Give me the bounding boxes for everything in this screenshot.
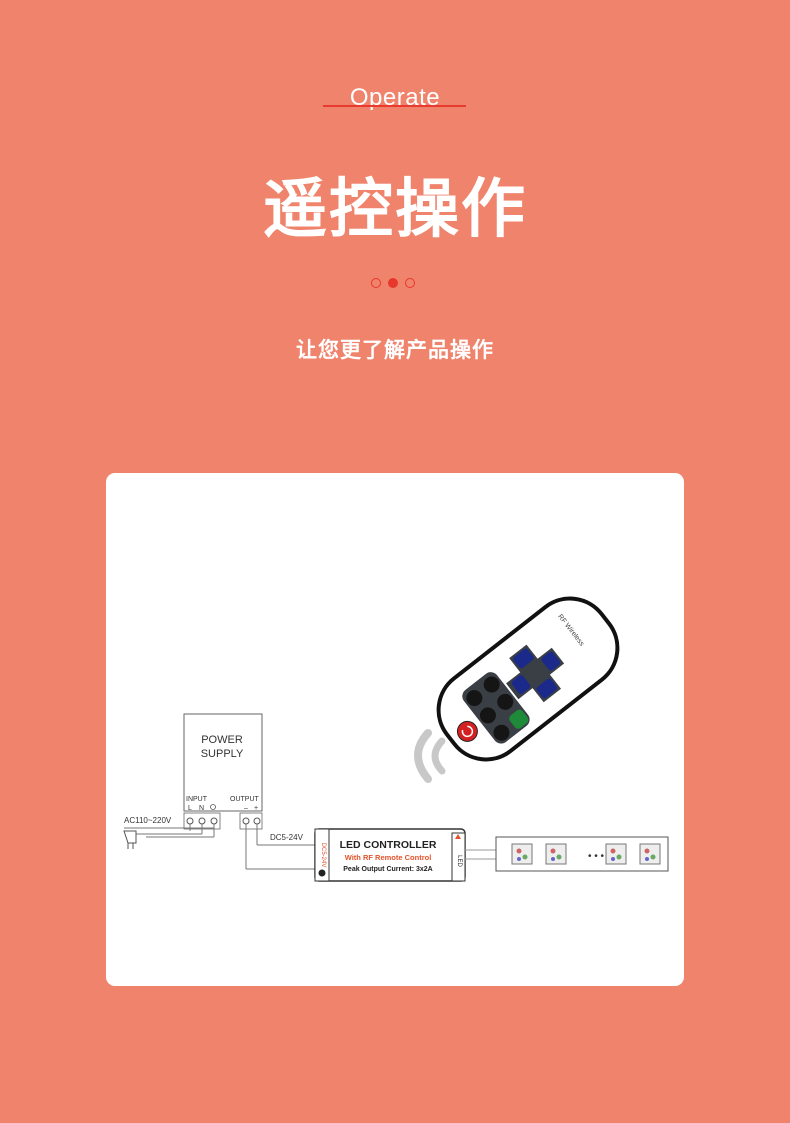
dc-voltage-label: DC5-24V [270, 833, 304, 842]
remote-button-mode[interactable] [540, 651, 561, 672]
remote-button-bright[interactable] [490, 722, 512, 744]
controller-dc-tag: DC5-24V [320, 843, 326, 868]
dot-indicator-item-active [388, 278, 398, 288]
rf-remote-control: RF Wireless [436, 596, 620, 762]
led-chip [605, 843, 627, 865]
controller-port-icon [318, 869, 326, 877]
remote-button-75[interactable] [477, 704, 499, 726]
power-supply-label-2: SUPPLY [201, 748, 244, 760]
led-controller: DC5-24V LED CONTROLLER With RF Remote Co… [314, 828, 466, 882]
dot-indicator [371, 278, 421, 290]
title-underline [323, 105, 466, 107]
strip-continuation: • • • • [588, 851, 611, 862]
controller-title: LED CONTROLLER [340, 839, 437, 851]
remote-button-100[interactable] [494, 691, 516, 713]
wireless-signal-icon [414, 729, 446, 783]
remote-button-green[interactable] [508, 708, 530, 730]
remote-button-25[interactable] [463, 687, 485, 709]
dot-indicator-item [371, 278, 381, 288]
section-en-title: Operate [349, 84, 441, 111]
section-subtitle: 让您更了解产品操作 [296, 338, 494, 362]
led-strip: • • • • [495, 836, 669, 872]
ac-input-wiring: AC110~220V [123, 816, 215, 849]
terminal-n-label: N [199, 805, 204, 812]
dc-output-wiring: DC5-24V [245, 824, 316, 870]
section-title: 遥控操作 [263, 173, 527, 247]
input-label: INPUT [186, 796, 208, 803]
controller-peak-current: Peak Output Current: 3x2A [343, 866, 432, 873]
led-chip [639, 843, 661, 865]
wiring-diagram: POWER SUPPLY INPUT OUTPUT L N – + AC110~… [123, 596, 669, 882]
remote-button-mode-alt[interactable] [510, 674, 531, 695]
ground-icon [210, 804, 216, 810]
power-supply: POWER SUPPLY INPUT OUTPUT L N – + [183, 713, 263, 830]
output-label: OUTPUT [230, 796, 260, 803]
plug-icon [123, 830, 137, 844]
wiring-diagram-card: POWER SUPPLY INPUT OUTPUT L N – + AC110~… [106, 473, 684, 986]
power-supply-label-1: POWER [201, 734, 243, 746]
remote-button-speed-minus[interactable] [535, 677, 558, 699]
terminal-minus-label: – [244, 805, 248, 812]
terminal-plus-label: + [254, 805, 258, 812]
terminal-l-label: L [188, 805, 192, 812]
ac-voltage-label: AC110~220V [124, 816, 172, 825]
led-chip [545, 843, 567, 865]
remote-button-50[interactable] [480, 673, 502, 695]
controller-subtitle: With RF Remote Control [345, 853, 432, 862]
power-icon [461, 725, 474, 738]
warning-icon [455, 834, 461, 839]
led-chip [511, 843, 533, 865]
remote-power-button[interactable] [453, 717, 481, 745]
remote-button-speed-plus[interactable] [512, 647, 535, 669]
dot-indicator-item [405, 278, 415, 288]
controller-led-tag: LED [456, 855, 462, 867]
